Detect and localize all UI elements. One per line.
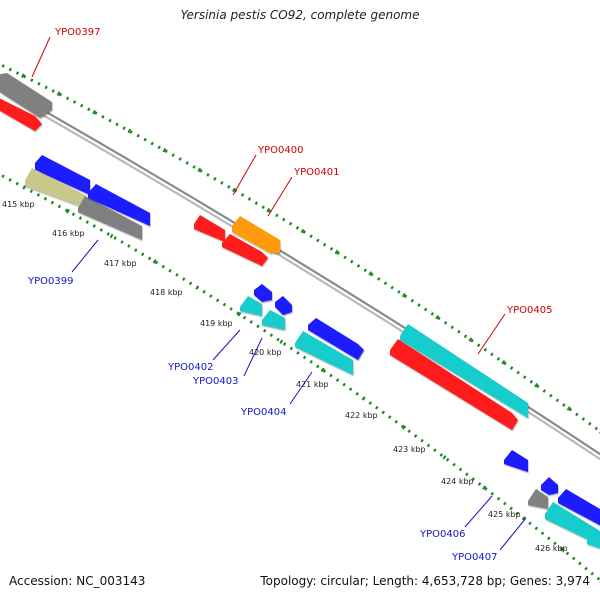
gene-feature[interactable]	[541, 477, 558, 495]
gene-feature[interactable]	[232, 216, 280, 253]
gene-feature[interactable]	[295, 331, 353, 375]
outer-major-ticks	[0, 62, 600, 434]
gene-feature[interactable]	[308, 318, 364, 360]
gene-label-ypo0403[interactable]: YPO0403	[192, 376, 238, 387]
gene-feature[interactable]	[262, 310, 285, 330]
kbp-label: 422 kbp	[345, 411, 378, 420]
gene-feature[interactable]	[528, 489, 548, 509]
gene-label-ypo0404[interactable]: YPO0404	[240, 407, 286, 418]
gene-feature[interactable]	[25, 168, 85, 208]
genome-backbone	[0, 84, 600, 461]
gene-label-ypo0400[interactable]: YPO0400	[257, 145, 303, 156]
gene-feature[interactable]	[390, 339, 518, 430]
gene-label-ypo0407[interactable]: YPO0407	[451, 552, 497, 563]
gene-feature[interactable]	[400, 324, 528, 418]
kbp-label: 425 kbp	[488, 510, 521, 519]
gene-features	[0, 73, 600, 550]
gene-feature[interactable]	[558, 489, 600, 528]
gene-feature[interactable]	[78, 196, 142, 240]
kbp-label: 426 kbp	[535, 544, 568, 553]
kbp-label: 416 kbp	[52, 229, 85, 238]
kbp-label: 418 kbp	[150, 288, 183, 297]
gene-label-ypo0397[interactable]: YPO0397	[54, 27, 100, 38]
gene-feature[interactable]	[275, 296, 292, 315]
gene-label-ypo0399[interactable]: YPO0399	[27, 276, 73, 287]
gene-label-ypo0406[interactable]: YPO0406	[419, 529, 465, 540]
gene-feature[interactable]	[545, 502, 600, 548]
gene-label-ypo0402[interactable]: YPO0402	[167, 362, 213, 373]
accession-text: Accession: NC_003143	[9, 574, 146, 588]
kbp-label: 419 kbp	[200, 319, 233, 328]
gene-feature[interactable]	[194, 215, 225, 242]
reverse-gene-labels: YPO0399 YPO0402 YPO0403 YPO0404 YPO0406 …	[27, 276, 497, 563]
gene-feature[interactable]	[254, 284, 272, 302]
map-title: Yersinia pestis CO92, complete genome	[180, 8, 420, 22]
genome-info-text: Topology: circular; Length: 4,653,728 bp…	[260, 574, 590, 588]
kbp-label: 421 kbp	[296, 380, 329, 389]
gene-feature[interactable]	[240, 296, 262, 316]
label-leaders	[31, 36, 527, 551]
gene-feature[interactable]	[222, 234, 268, 266]
gene-feature[interactable]	[88, 184, 150, 226]
gene-feature[interactable]	[504, 450, 528, 472]
kbp-scale-labels: 415 kbp 416 kbp 417 kbp 418 kbp 419 kbp …	[2, 200, 568, 553]
gene-label-ypo0401[interactable]: YPO0401	[293, 167, 339, 178]
kbp-label: 415 kbp	[2, 200, 35, 209]
kbp-label: 423 kbp	[393, 445, 426, 454]
gene-feature[interactable]	[35, 155, 90, 195]
kbp-label: 417 kbp	[104, 259, 137, 268]
gene-label-ypo0405[interactable]: YPO0405	[506, 305, 552, 316]
gene-feature[interactable]	[587, 530, 600, 550]
gene-feature[interactable]	[0, 73, 52, 118]
inner-major-ticks	[0, 172, 600, 583]
kbp-label: 424 kbp	[441, 477, 474, 486]
forward-gene-labels: YPO0397 YPO0400 YPO0401 YPO0405	[54, 27, 552, 316]
gene-feature[interactable]	[0, 96, 42, 131]
kbp-label: 420 kbp	[249, 348, 282, 357]
outer-tick-ring	[0, 62, 600, 434]
